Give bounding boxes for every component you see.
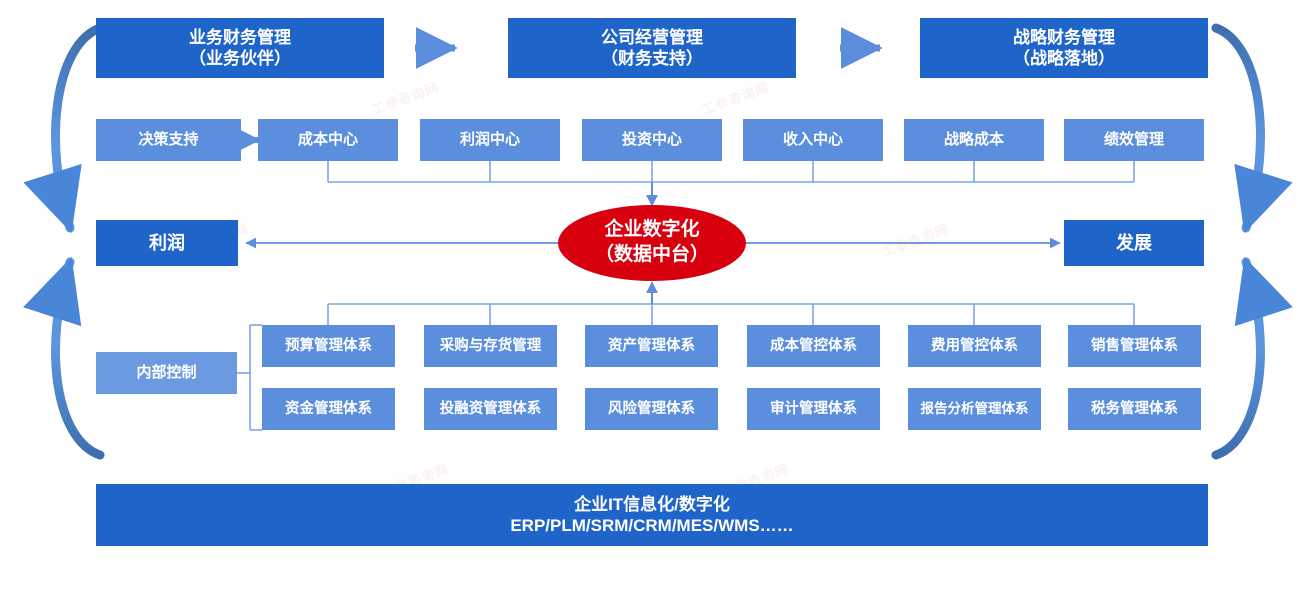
center-node-line2: （数据中台） — [594, 244, 709, 265]
system-report-analysis[interactable]: 报告分析管理体系 — [908, 388, 1041, 430]
left-arc-bottom — [23, 256, 105, 460]
top-box-line2: （战略落地） — [1013, 49, 1115, 68]
internal-control-bracket — [237, 324, 262, 431]
banner-line1: 企业IT信息化/数字化 — [574, 494, 730, 514]
center-node-line1: 企业数字化 — [604, 219, 700, 241]
system-audit-management[interactable]: 审计管理体系 — [747, 388, 880, 430]
top-box-line1: 公司经营管理 — [601, 27, 703, 47]
top-box-line1: 业务财务管理 — [189, 27, 291, 47]
system-budget-management[interactable]: 预算管理体系 — [262, 325, 395, 367]
bottom-banner-it-digitalization[interactable]: 企业IT信息化/数字化 ERP/PLM/SRM/CRM/MES/WMS…… — [96, 484, 1208, 546]
node-internal-control[interactable]: 内部控制 — [96, 352, 237, 394]
system-tax-management[interactable]: 税务管理体系 — [1068, 388, 1201, 430]
center-node-digitalization[interactable]: 企业数字化 （数据中台） — [558, 205, 746, 281]
system-asset-management[interactable]: 资产管理体系 — [585, 325, 718, 367]
system-fund-management[interactable]: 资金管理体系 — [262, 388, 395, 430]
row2-bus — [327, 158, 1135, 183]
top-box-business-finance[interactable]: 业务财务管理 （业务伙伴） — [96, 18, 384, 78]
top-box-company-operations[interactable]: 公司经营管理 （财务支持） — [508, 18, 796, 78]
row2-cost-center[interactable]: 成本中心 — [258, 119, 398, 161]
system-procurement-inventory[interactable]: 采购与存货管理 — [424, 325, 557, 367]
systems-bus — [327, 303, 1135, 325]
right-arc-top — [1211, 23, 1293, 234]
system-investment-financing[interactable]: 投融资管理体系 — [424, 388, 557, 430]
left-arc-top — [23, 23, 105, 234]
node-profit[interactable]: 利润 — [96, 220, 238, 266]
row2-revenue-center[interactable]: 收入中心 — [743, 119, 883, 161]
top-box-line2: （业务伙伴） — [189, 49, 291, 68]
system-risk-management[interactable]: 风险管理体系 — [585, 388, 718, 430]
banner-line2: ERP/PLM/SRM/CRM/MES/WMS…… — [510, 516, 794, 535]
row2-strategic-cost[interactable]: 战略成本 — [904, 119, 1044, 161]
node-development[interactable]: 发展 — [1064, 220, 1204, 266]
row2-investment-center[interactable]: 投资中心 — [582, 119, 722, 161]
top-box-strategic-finance[interactable]: 战略财务管理 （战略落地） — [920, 18, 1208, 78]
row2-decision-support[interactable]: 决策支持 — [96, 119, 241, 161]
top-box-line2: （财务支持） — [601, 49, 703, 68]
system-sales-management[interactable]: 销售管理体系 — [1068, 325, 1201, 367]
system-cost-control[interactable]: 成本管控体系 — [747, 325, 880, 367]
right-arc-bottom — [1211, 256, 1293, 460]
row2-profit-center[interactable]: 利润中心 — [420, 119, 560, 161]
row2-performance-management[interactable]: 绩效管理 — [1064, 119, 1204, 161]
system-expense-control[interactable]: 费用管控体系 — [908, 325, 1041, 367]
top-box-line1: 战略财务管理 — [1013, 27, 1115, 47]
